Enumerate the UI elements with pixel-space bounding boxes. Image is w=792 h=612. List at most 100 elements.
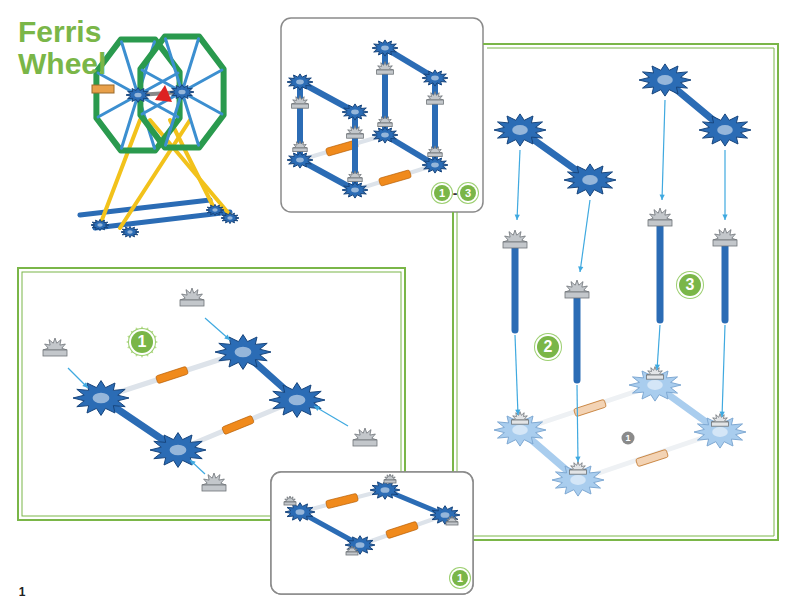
hub-center: [431, 76, 439, 81]
rod: [300, 512, 360, 545]
gray-clip: [347, 126, 364, 134]
gray-clip-base: [378, 123, 392, 127]
hub-center: [178, 90, 185, 95]
arrow-head: [515, 410, 520, 415]
gray-clip: [427, 92, 444, 100]
rod: [300, 160, 355, 190]
gray-clip-base: [293, 148, 307, 152]
hub-center: [441, 512, 450, 518]
gray-clip: [377, 62, 394, 70]
arrow-head: [575, 457, 580, 462]
orange-connector: [326, 493, 359, 509]
orange-connector: [222, 415, 255, 434]
gray-clip: [284, 496, 296, 502]
hub-center: [296, 80, 304, 85]
previous-step-number: 1: [622, 432, 635, 445]
gray-clip-base: [565, 292, 589, 298]
hub-center: [717, 125, 733, 135]
wheel-ring: [96, 40, 179, 151]
rod: [722, 240, 729, 320]
gray-clip-base: [43, 350, 67, 356]
hub-center: [570, 475, 586, 485]
gray-clip: [43, 338, 67, 350]
hub-connector: [287, 74, 313, 90]
hub-center: [235, 347, 252, 358]
hub-center: [712, 427, 728, 437]
gray-clip: [378, 116, 392, 123]
gray-clip: [446, 516, 458, 522]
assembly-arrow: [657, 325, 660, 370]
arrow-head: [515, 214, 520, 220]
gray-clip-base: [377, 70, 394, 74]
rod: [150, 120, 230, 215]
hub-center: [93, 393, 110, 404]
hub-connector: [150, 433, 206, 468]
gray-clip-base: [713, 240, 737, 246]
gray-clip-base: [202, 485, 226, 491]
gray-clip-base: [348, 178, 362, 182]
hub-connector: [269, 383, 325, 418]
assembly-arrow: [662, 100, 665, 200]
assembly-arrow: [515, 335, 518, 415]
hub-connector: [494, 114, 546, 146]
page-number: 1: [19, 585, 26, 599]
hub-center: [351, 110, 359, 115]
gray-clip-base: [712, 422, 729, 426]
step-number: 1: [434, 185, 450, 201]
arrow-head: [314, 406, 320, 411]
hub-center: [431, 163, 439, 168]
orange-connector: [379, 170, 412, 187]
gray-clip: [713, 228, 737, 240]
rod: [121, 42, 138, 95]
starburst: [126, 326, 158, 358]
gray-clip-base: [647, 375, 664, 379]
rod: [95, 212, 230, 228]
orange-connector: [156, 366, 189, 383]
arrow-head: [224, 334, 230, 340]
gray-clip: [712, 414, 729, 422]
hub-center: [512, 125, 528, 135]
hub-connector: [170, 85, 194, 100]
hub-center: [134, 93, 141, 98]
hub-center: [657, 75, 673, 85]
gray-clip: [346, 546, 358, 552]
orange-connector: [636, 449, 669, 466]
gray-clip: [180, 288, 204, 300]
hub-center: [97, 223, 102, 226]
gray-clip: [503, 230, 527, 242]
hub-connector: [221, 212, 239, 223]
hub-connector: [285, 503, 315, 522]
gray-clip: [648, 208, 672, 220]
hub-center: [647, 380, 663, 390]
wheel-car: [155, 85, 172, 102]
orange-connector: [386, 521, 419, 538]
hub-center: [212, 208, 217, 211]
gray-clip-base: [428, 153, 442, 157]
green-frame: [453, 44, 778, 540]
gray-clip: [348, 171, 362, 178]
hub-center: [351, 188, 359, 193]
hub-connector: [422, 157, 448, 173]
rod: [300, 135, 385, 160]
hub-connector: [639, 64, 691, 96]
assembly-arrow: [724, 150, 725, 220]
hub-center: [582, 175, 598, 185]
assembly-arrow: [722, 325, 725, 417]
arrow-head: [190, 460, 196, 466]
hub-connector: [370, 481, 400, 500]
rod: [300, 490, 385, 512]
hub-connector: [342, 182, 368, 198]
gray-clip: [293, 141, 307, 148]
hub-connector: [91, 219, 109, 230]
gray-clip: [202, 473, 226, 485]
hub-center: [289, 395, 306, 406]
gray-clip: [565, 280, 589, 292]
hub-connector: [699, 114, 751, 146]
gray-clip-base: [512, 420, 529, 424]
assembly-arrow: [580, 200, 590, 272]
gray-clip-base: [446, 522, 458, 525]
hub-connector: [372, 40, 398, 56]
gray-clip: [647, 367, 664, 375]
rod: [512, 240, 519, 330]
